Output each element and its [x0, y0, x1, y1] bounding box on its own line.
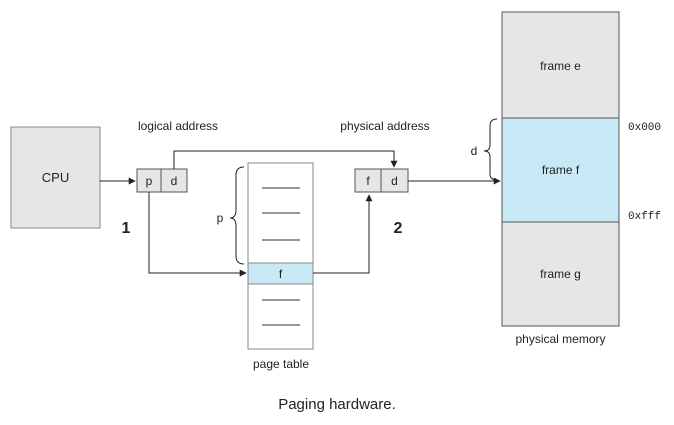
physical-f-text: f	[366, 174, 370, 188]
cpu-label: CPU	[42, 170, 69, 185]
physical-address-label: physical address	[340, 119, 429, 133]
frame-f-label: frame f	[542, 163, 580, 177]
logical-address-label: logical address	[138, 119, 218, 133]
frame-g	[501, 221, 620, 327]
frame-g-label: frame g	[540, 267, 581, 281]
physical-d-text: d	[391, 174, 398, 188]
frame-e	[501, 11, 620, 119]
page-table-label: page table	[253, 357, 309, 371]
logical-p-text: p	[146, 174, 153, 188]
offset-d-arrow	[173, 150, 398, 169]
p-brace	[229, 166, 245, 265]
cpu-box	[10, 126, 101, 229]
address-start-label: 0x000	[628, 122, 661, 134]
address-end-label: 0xfff	[628, 211, 661, 223]
p-brace-label: p	[217, 211, 224, 225]
logical-d-text: d	[171, 174, 178, 188]
frame-number-arrow	[313, 194, 373, 274]
page-number-arrow	[148, 192, 247, 277]
d-brace	[483, 118, 498, 181]
physical-memory-label: physical memory	[515, 332, 605, 346]
d-brace-label: d	[471, 144, 478, 158]
step-2-label: 2	[394, 220, 403, 237]
frame-e-label: frame e	[540, 59, 581, 73]
figure-caption: Paging hardware.	[278, 396, 396, 413]
page-table	[247, 162, 314, 350]
page-table-entry-text: f	[279, 267, 283, 281]
step-1-label: 1	[122, 220, 131, 237]
